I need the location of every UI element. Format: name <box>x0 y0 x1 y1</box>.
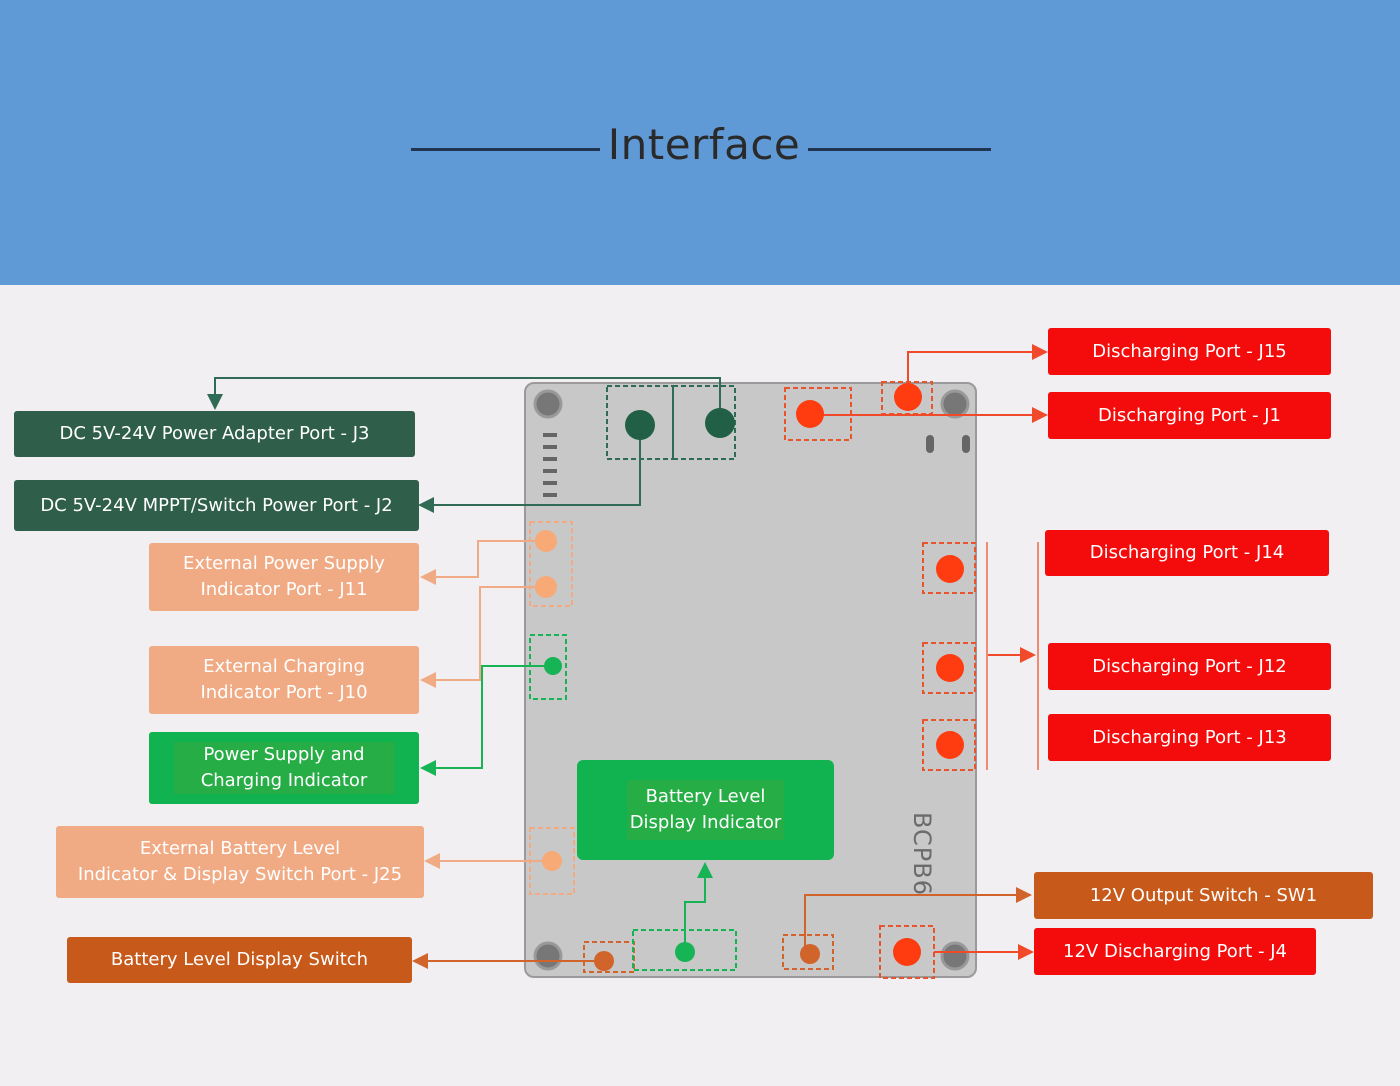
label-battery-level-display-switch: Battery Level Display Switch <box>67 937 412 983</box>
label-j11-external-power-supply-indicator: External Power Supply Indicator Port - J… <box>149 543 419 611</box>
label-j25-external-battery-level-indicator: External Battery Level Indicator & Displ… <box>56 826 424 898</box>
board-model-label: BCPB6 <box>908 812 936 897</box>
label-j4-12v-discharging-port: 12V Discharging Port - J4 <box>1034 928 1316 975</box>
label-j2-mppt-switch-power-port: DC 5V-24V MPPT/Switch Power Port - J2 <box>14 480 419 531</box>
label-j1-discharging-port: Discharging Port - J1 <box>1048 392 1331 439</box>
label-j10-external-charging-indicator: External Charging Indicator Port - J10 <box>149 646 419 714</box>
label-j13-discharging-port: Discharging Port - J13 <box>1048 714 1331 761</box>
title-rule-left <box>411 148 600 151</box>
label-j15-discharging-port: Discharging Port - J15 <box>1048 328 1331 375</box>
label-j12-discharging-port: Discharging Port - J12 <box>1048 643 1331 690</box>
header-banner: Interface <box>0 0 1400 285</box>
label-j14-discharging-port: Discharging Port - J14 <box>1045 530 1329 576</box>
page-title: Interface <box>607 120 801 169</box>
label-power-supply-charging-indicator: Power Supply and Charging Indicator <box>149 732 419 804</box>
label-sw1-12v-output-switch: 12V Output Switch - SW1 <box>1034 872 1373 919</box>
label-battery-level-display-indicator: Battery Level Display Indicator <box>577 760 834 860</box>
title-rule-right <box>808 148 991 151</box>
label-j3-power-adapter-port: DC 5V-24V Power Adapter Port - J3 <box>14 411 415 457</box>
